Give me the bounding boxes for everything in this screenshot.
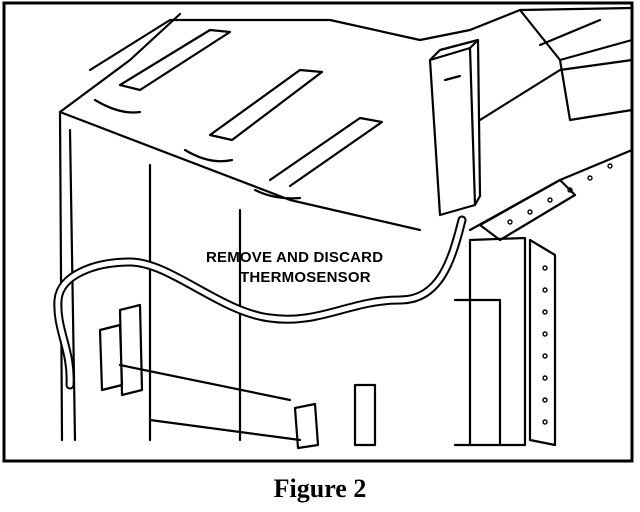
side-panels bbox=[418, 6, 634, 232]
perforation-holes bbox=[507, 163, 613, 425]
cabinet-ribs bbox=[118, 28, 384, 188]
connector-housing bbox=[428, 38, 482, 217]
wire-clip-right bbox=[293, 402, 320, 450]
callout-line-2: THERMOSENSOR bbox=[240, 269, 371, 286]
cabinet-front bbox=[58, 110, 422, 442]
thermosensor-wire bbox=[53, 215, 467, 390]
wire-clip-left bbox=[98, 303, 144, 397]
bracket-uprights bbox=[353, 236, 527, 447]
figure-caption: Figure 2 bbox=[273, 474, 367, 503]
callout-line-1: REMOVE AND DISCARD bbox=[206, 249, 383, 266]
perforated-panel bbox=[478, 178, 577, 447]
cabinet-top bbox=[58, 12, 422, 114]
figure-frame bbox=[2, 1, 634, 463]
